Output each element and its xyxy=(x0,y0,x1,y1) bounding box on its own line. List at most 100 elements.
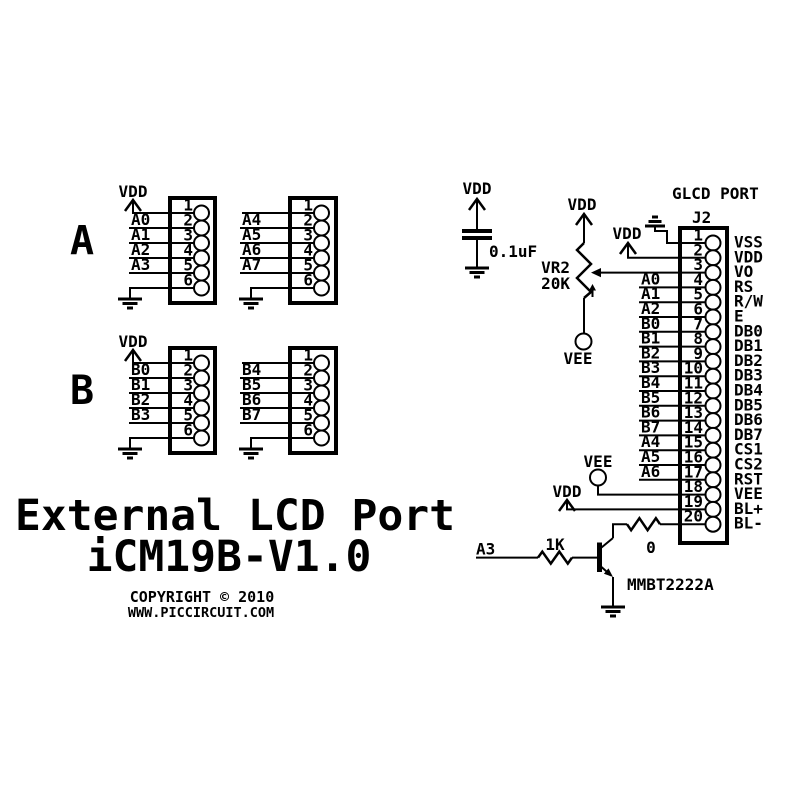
pin-circle xyxy=(313,279,330,297)
pin-name: VDD xyxy=(734,248,763,267)
pin-circle xyxy=(193,384,210,402)
vee-wire xyxy=(597,485,706,496)
pin-number: 9 xyxy=(693,344,703,363)
pin-number: 2 xyxy=(693,240,703,259)
pin-circle xyxy=(704,456,722,474)
pin-number: 3 xyxy=(183,376,193,395)
wires xyxy=(240,362,314,449)
pin-name: DB2 xyxy=(734,351,763,370)
vdd-symbol: VDD xyxy=(119,332,147,362)
decoupling-capacitor: VDD 0.1uF xyxy=(462,179,537,279)
collector-wire xyxy=(600,537,614,549)
wires xyxy=(129,351,194,449)
pin-circle xyxy=(193,264,210,282)
trimmer-arrowhead-icon xyxy=(589,284,596,291)
pin-number: 5 xyxy=(693,285,703,304)
glcd-port: GLCD PORT J2 VDD VEE VDD xyxy=(553,184,763,545)
group-b-label: B xyxy=(70,368,94,414)
pin-name: RST xyxy=(734,470,763,489)
net-label: B7 xyxy=(641,417,660,436)
net-label: A2 xyxy=(131,240,150,259)
net-label: B1 xyxy=(131,375,150,394)
vdd-label: VDD xyxy=(553,482,582,501)
net-label: B2 xyxy=(131,390,150,409)
pin-number: 3 xyxy=(303,376,313,395)
pot-ref: VR2 xyxy=(541,258,570,277)
pin-circle xyxy=(193,219,210,237)
pin-circle xyxy=(193,204,210,222)
glcd-port-title: GLCD PORT xyxy=(672,184,759,203)
connector-b-left: 1 2 3 4 5 6 B0 B1 B2 B3 xyxy=(118,346,217,460)
ground-icon xyxy=(118,297,142,310)
wires xyxy=(240,212,314,299)
pin-name: DB1 xyxy=(734,336,763,355)
pin-name: DB6 xyxy=(734,410,763,429)
net-label: A3 xyxy=(476,540,495,559)
pin-circle xyxy=(193,369,210,387)
group-a-label: A xyxy=(70,218,94,264)
port-group-b: B VDD 1 2 3 4 5 6 B0 B1 B2 B3 xyxy=(70,332,338,460)
vdd-label: VDD xyxy=(463,179,492,198)
pin-number: 4 xyxy=(693,270,703,289)
net-label: B2 xyxy=(641,343,660,362)
pin-number: 13 xyxy=(684,403,703,422)
blplus-wire xyxy=(566,500,706,511)
pin-circle xyxy=(193,399,210,417)
vss-wire xyxy=(654,226,706,244)
pin-circle xyxy=(704,323,722,341)
vee-label: VEE xyxy=(584,452,613,471)
connector-body xyxy=(168,196,217,305)
wiper-arrow-icon xyxy=(591,268,601,278)
net-label: A4 xyxy=(641,432,660,451)
pin-circle xyxy=(193,234,210,252)
wires xyxy=(476,523,627,607)
pin-name: VO xyxy=(734,262,753,281)
connector-a-left: 1 2 3 4 5 6 A0 A1 A2 A3 xyxy=(118,196,217,310)
pin-number: 1 xyxy=(303,196,313,215)
emitter-arrow-icon xyxy=(603,568,613,577)
ground-icon xyxy=(645,215,665,228)
net-label: B6 xyxy=(242,390,261,409)
vdd-arrow-icon xyxy=(123,197,143,212)
pin-circle xyxy=(704,249,722,267)
series-resistor-value: 0 xyxy=(646,538,656,557)
pin-number: 4 xyxy=(183,241,193,260)
pin-number: 17 xyxy=(684,462,703,481)
pin-number: 6 xyxy=(303,421,313,440)
pin-number: 2 xyxy=(183,211,193,230)
pin-name: VSS xyxy=(734,233,763,252)
pin-circle xyxy=(313,219,330,237)
pin-circle xyxy=(313,204,330,222)
net-label: A5 xyxy=(641,447,660,466)
net-label: B5 xyxy=(641,388,660,407)
pin-number: 8 xyxy=(693,329,703,348)
pin-number: 6 xyxy=(303,271,313,290)
pin-number: 1 xyxy=(303,346,313,365)
pin-circle xyxy=(704,278,722,296)
pin-name: DB5 xyxy=(734,396,763,415)
vdd-wire xyxy=(627,243,706,259)
capacitor-value: 0.1uF xyxy=(489,242,537,261)
pin-circle xyxy=(313,354,330,372)
pin-number: 5 xyxy=(183,406,193,425)
net-label: A3 xyxy=(131,255,150,274)
pin-number: 3 xyxy=(183,226,193,245)
ground-icon xyxy=(601,605,625,618)
pin-number: 5 xyxy=(183,256,193,275)
schematic-title: External LCD Port xyxy=(15,491,455,541)
pin-circle xyxy=(313,234,330,252)
pin-number: 19 xyxy=(684,492,703,511)
wires xyxy=(583,214,706,334)
pin-number: 2 xyxy=(183,361,193,380)
port-group-a: A VDD 1 2 3 4 5 6 A0 A1 A2 A3 xyxy=(70,182,338,310)
pin-circle xyxy=(193,429,210,447)
pin-name: RS xyxy=(734,277,753,296)
pin-circle xyxy=(193,414,210,432)
pin-circle xyxy=(313,429,330,447)
copyright-text: COPYRIGHT © 2010 xyxy=(130,588,275,606)
net-label: B0 xyxy=(641,314,660,333)
title-block: External LCD Port iCM19B-V1.0 COPYRIGHT … xyxy=(15,491,455,621)
net-label: B0 xyxy=(131,360,150,379)
